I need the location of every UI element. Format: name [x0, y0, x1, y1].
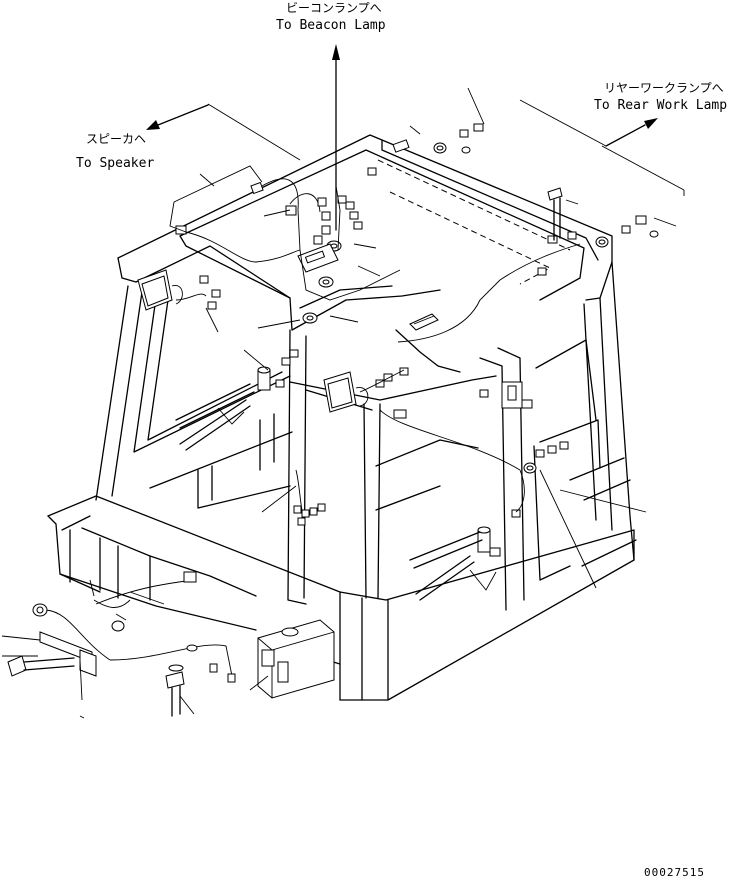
cab-frame	[95, 261, 637, 611]
door-switch	[479, 381, 533, 409]
arrow-icon	[146, 104, 209, 130]
speaker-callout-jp: スピーカヘ	[86, 132, 146, 146]
controller-box	[249, 619, 335, 699]
rear-lamp-callout-jp: リヤーワークランプへ	[604, 81, 724, 95]
beacon-callout-en: To Beacon Lamp	[276, 18, 386, 33]
arrow-icon	[605, 118, 658, 147]
leader-lines	[1, 87, 685, 719]
cab-lower-body	[47, 495, 635, 701]
beacon-callout-jp: ビーコンランプへ	[286, 1, 382, 15]
wiper-motor-left	[175, 349, 299, 451]
front-work-lamp-right	[323, 367, 409, 419]
wiper-motor-right	[409, 509, 521, 601]
drawing-number: 00027515	[644, 866, 705, 879]
external-harness	[7, 571, 236, 717]
rear-lamp-callout-en: To Rear Work Lamp	[594, 98, 727, 113]
speaker-callout-en: To Speaker	[76, 156, 154, 171]
front-work-lamp-left	[137, 269, 207, 311]
roof-components	[169, 123, 659, 343]
arrow-icon	[332, 44, 340, 231]
interior-harness	[293, 409, 569, 526]
cab-roof	[117, 134, 613, 373]
